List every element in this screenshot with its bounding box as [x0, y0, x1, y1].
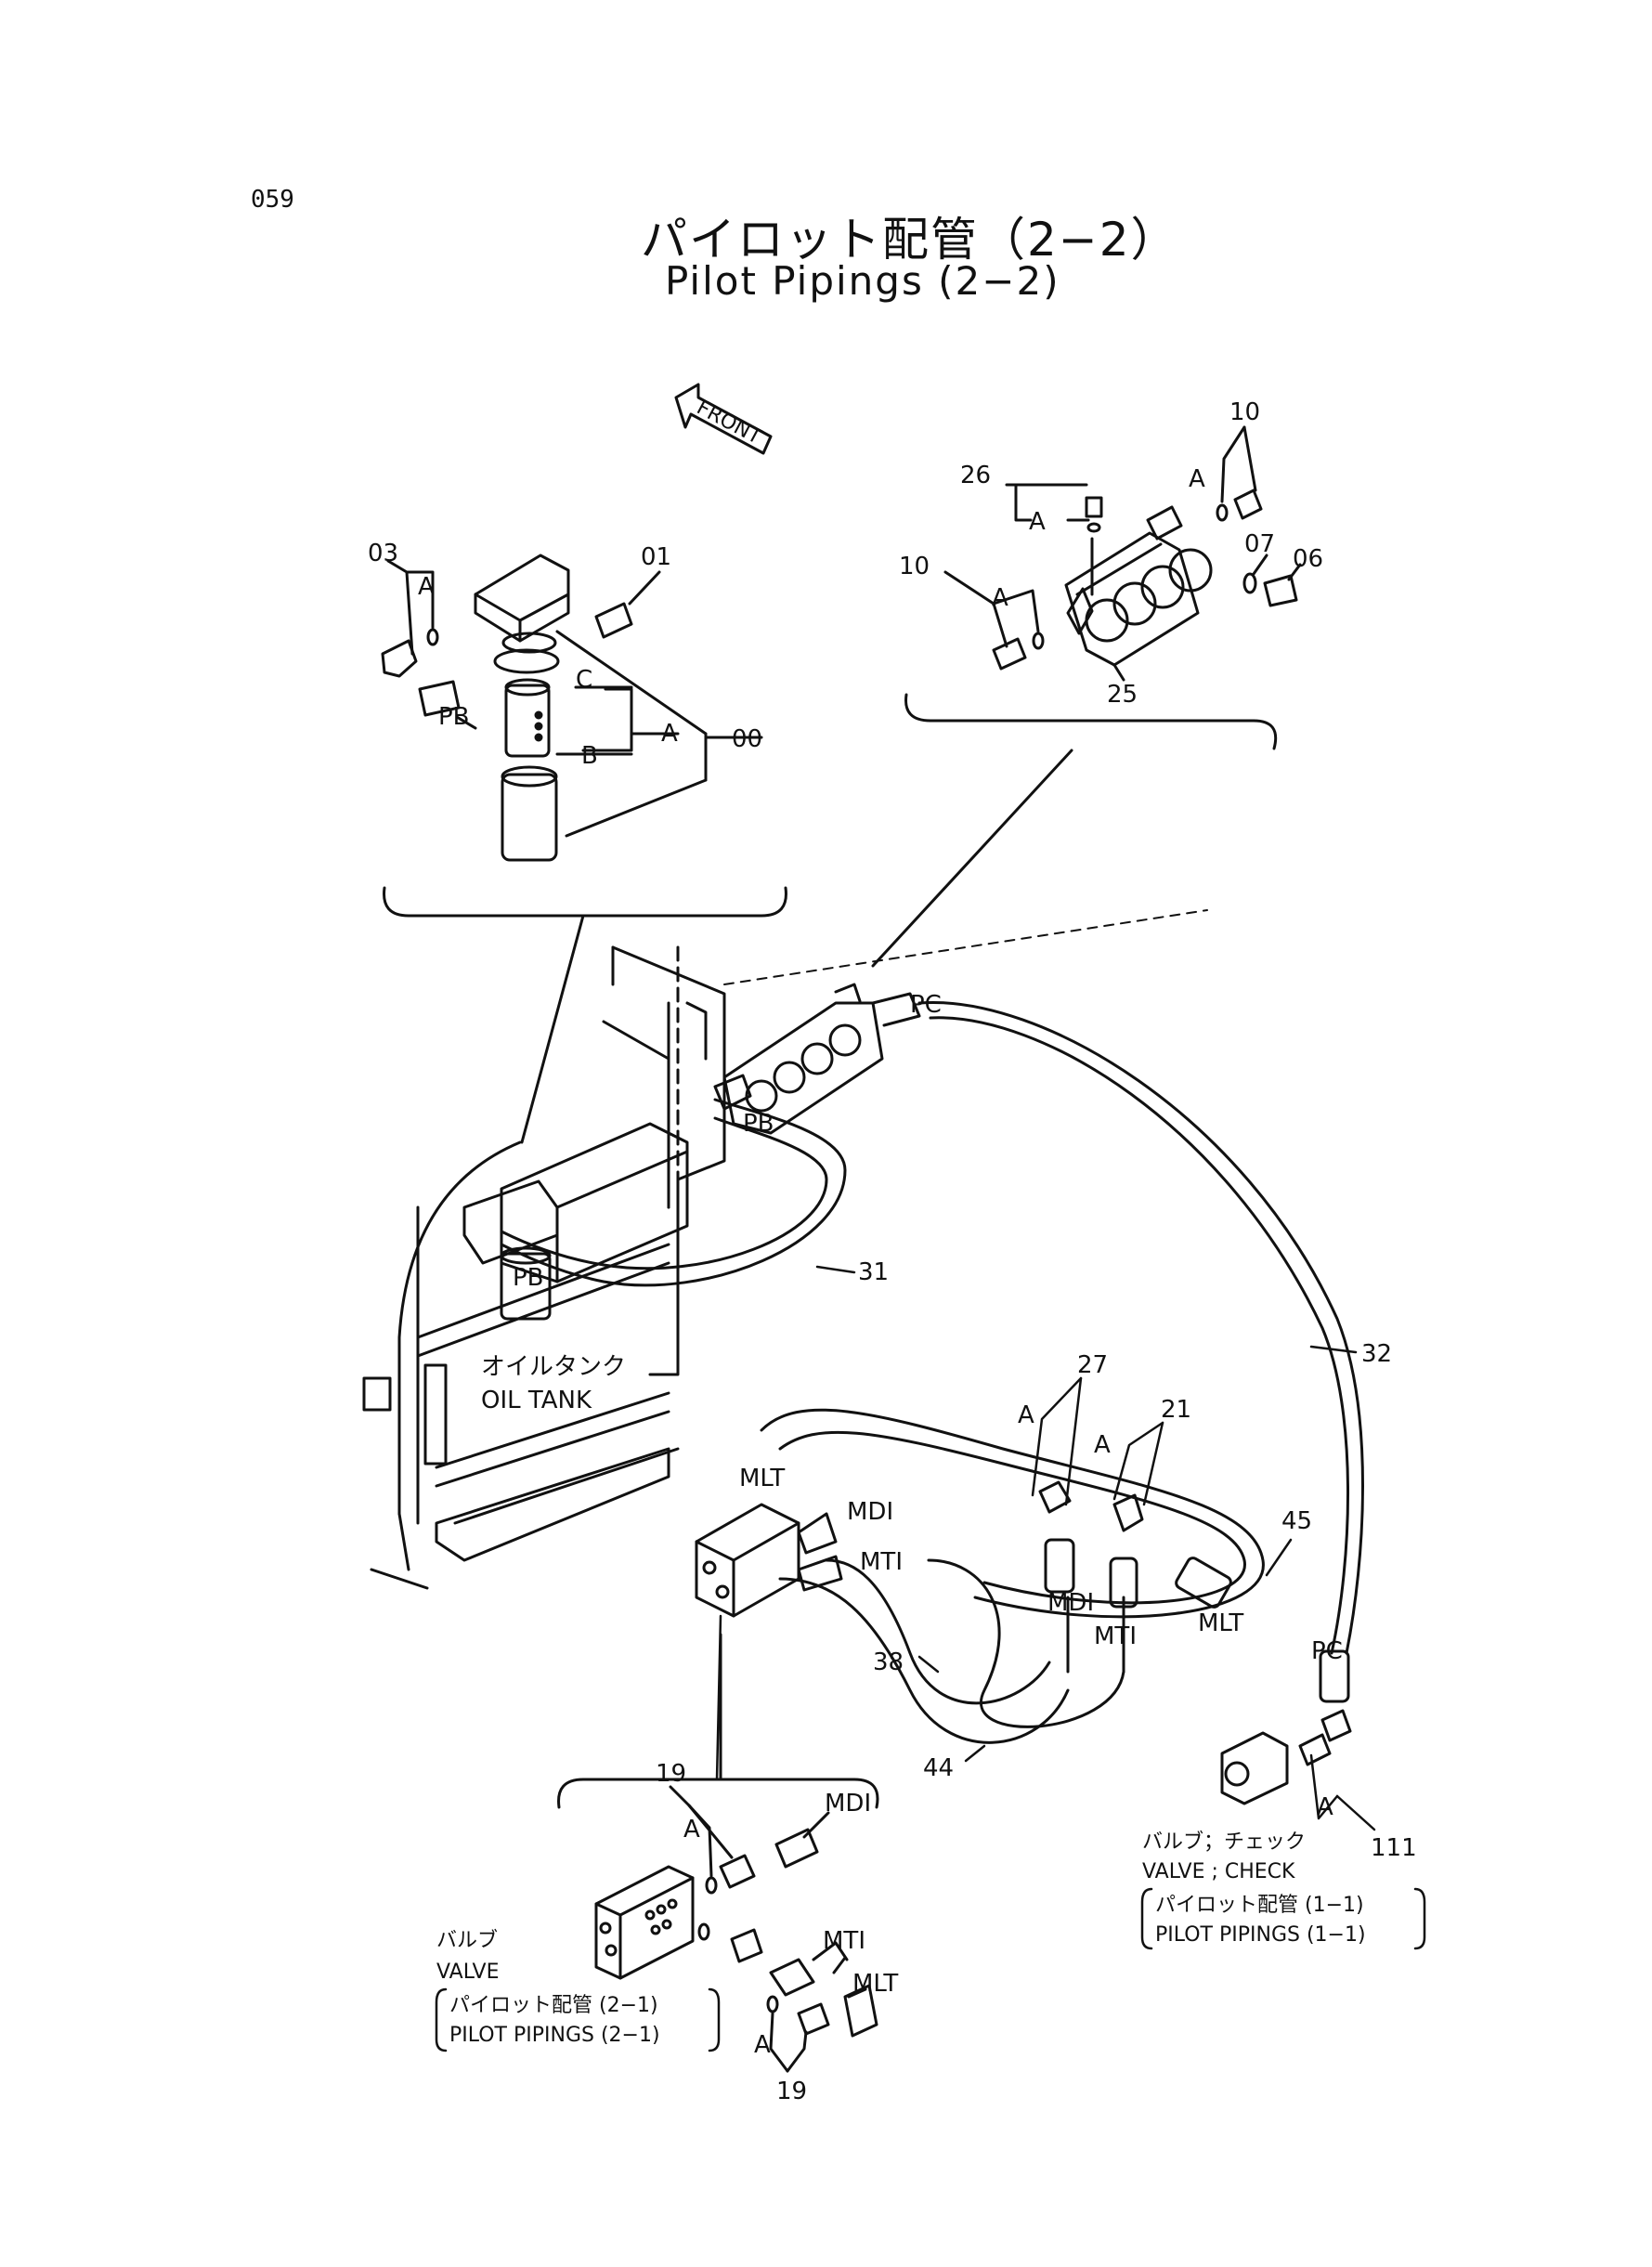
detail-leader-filter — [520, 914, 585, 1144]
valve-label-jp: バルブ — [436, 1929, 498, 1952]
page-title-english: Pilot Pipings (2−2) — [665, 258, 1060, 304]
hoses — [500, 1000, 1364, 1744]
valve-detail — [557, 1633, 879, 2073]
callout-mti: MTI — [1094, 1622, 1137, 1650]
valve-ref-en: PILOT PIPINGS (2−1) — [449, 2024, 660, 2047]
callout-a: A — [1189, 465, 1205, 493]
callout-c: C — [576, 666, 592, 694]
page-title-japanese: パイロット配管（2−2） — [641, 213, 1179, 267]
callout-pb: PB — [513, 1264, 544, 1292]
oil-tank-label-en: OIL TANK — [481, 1387, 592, 1414]
callout-19: 19 — [656, 1760, 686, 1788]
tank-structure — [362, 909, 1208, 1590]
callout-a: A — [1018, 1401, 1034, 1429]
callout-a: A — [992, 584, 1008, 612]
callout-25: 25 — [1107, 681, 1138, 709]
callout-10: 10 — [899, 553, 930, 580]
callout-01: 01 — [641, 543, 671, 571]
main-leaders — [715, 1265, 1376, 1831]
callout-21: 21 — [1161, 1396, 1191, 1424]
check-valve-ref-en: PILOT PIPINGS (1−1) — [1155, 1923, 1366, 1947]
check-valve-label-jp: バルブ；チェック — [1142, 1831, 1306, 1854]
callout-mdi: MDI — [825, 1790, 871, 1818]
callout-07: 07 — [1244, 530, 1275, 558]
callout-mdi: MDI — [847, 1498, 893, 1526]
callout-mdi: MDI — [1047, 1589, 1094, 1617]
callout-b: B — [581, 742, 598, 770]
callout-32: 32 — [1361, 1340, 1392, 1368]
oil-tank-label-jp: オイルタンク — [481, 1353, 626, 1381]
callout-a: A — [418, 573, 435, 601]
callout-a: A — [1094, 1431, 1111, 1459]
callout-06: 06 — [1293, 545, 1323, 573]
check-valve — [1220, 1709, 1352, 1805]
callout-111: 111 — [1371, 1834, 1417, 1862]
callout-mti: MTI — [860, 1548, 903, 1576]
check-valve-ref-jp: パイロット配管 (1−1) — [1155, 1894, 1364, 1917]
callout-mti: MTI — [823, 1927, 865, 1955]
callout-mlt: MLT — [852, 1970, 898, 1998]
callout-03: 03 — [368, 540, 398, 567]
callout-pb: PB — [743, 1110, 774, 1138]
detail-leader-manifold — [871, 749, 1073, 968]
callout-a: A — [661, 720, 678, 748]
callout-31: 31 — [858, 1258, 889, 1286]
valve-label-en: VALVE — [436, 1961, 499, 1984]
callout-pc: PC — [1311, 1637, 1343, 1665]
callout-a: A — [1029, 508, 1046, 536]
filter-detail — [381, 554, 787, 918]
callout-26: 26 — [960, 462, 991, 489]
front-label: FRONT — [693, 396, 766, 449]
callout-mlt: MLT — [1198, 1609, 1243, 1637]
callout-pc: PC — [910, 991, 942, 1019]
callout-45: 45 — [1281, 1507, 1312, 1535]
valve-block — [695, 1503, 843, 1618]
callout-38: 38 — [873, 1648, 904, 1676]
callout-a: A — [754, 2031, 771, 2059]
callout-a: A — [683, 1816, 700, 1844]
callout-pb: PB — [438, 703, 470, 731]
manifold-detail — [904, 425, 1302, 750]
check-valve-label-en: VALVE ; CHECK — [1142, 1860, 1295, 1883]
callout-a: A — [1317, 1793, 1333, 1821]
valve-ref-jp: パイロット配管 (2−1) — [449, 1994, 658, 2017]
callout-44: 44 — [923, 1754, 954, 1782]
front-arrow-icon: FRONT — [674, 383, 773, 455]
page-number: 059 — [251, 186, 294, 214]
callout-19: 19 — [776, 2078, 807, 2105]
callout-00: 00 — [732, 725, 762, 753]
callout-27: 27 — [1077, 1351, 1108, 1379]
callout-10: 10 — [1229, 398, 1260, 426]
callout-mlt: MLT — [739, 1465, 785, 1492]
